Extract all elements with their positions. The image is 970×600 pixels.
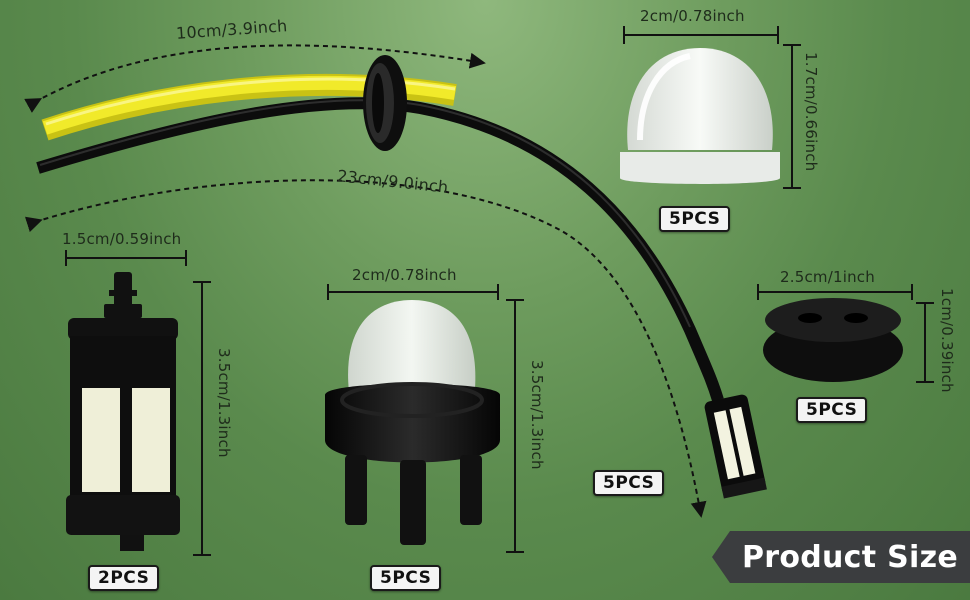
dim-grommet-height: 1cm/0.39inch — [938, 288, 956, 393]
qty-bulb-badge: 5PCS — [659, 206, 731, 232]
dim-filter-height: 3.5cm/1.3inch — [215, 348, 233, 458]
grommet — [763, 298, 903, 382]
dimension-lines — [24, 26, 934, 556]
dim-primer-height: 3.5cm/1.3inch — [528, 360, 546, 470]
dim-bulb-height: 1.7cm/0.66inch — [802, 52, 820, 172]
qty-filter-badge: 2PCS — [88, 565, 160, 591]
line-grommet — [363, 55, 407, 151]
inline-small-filter — [704, 394, 767, 499]
primer-bulb-with-base — [325, 300, 500, 545]
dim-filter-width: 1.5cm/0.59inch — [62, 230, 182, 248]
dim-primer-width: 2cm/0.78inch — [352, 266, 457, 284]
dim-grommet-width: 2.5cm/1inch — [780, 268, 875, 286]
fuel-filter — [66, 272, 180, 551]
qty-grommet-badge: 5PCS — [796, 397, 868, 423]
qty-line-badge: 5PCS — [593, 470, 665, 496]
dim-bulb-width: 2cm/0.78inch — [640, 7, 745, 25]
qty-primer-badge: 5PCS — [370, 565, 442, 591]
product-size-banner: Product Size — [712, 531, 970, 583]
clear-primer-bulb — [620, 48, 780, 184]
